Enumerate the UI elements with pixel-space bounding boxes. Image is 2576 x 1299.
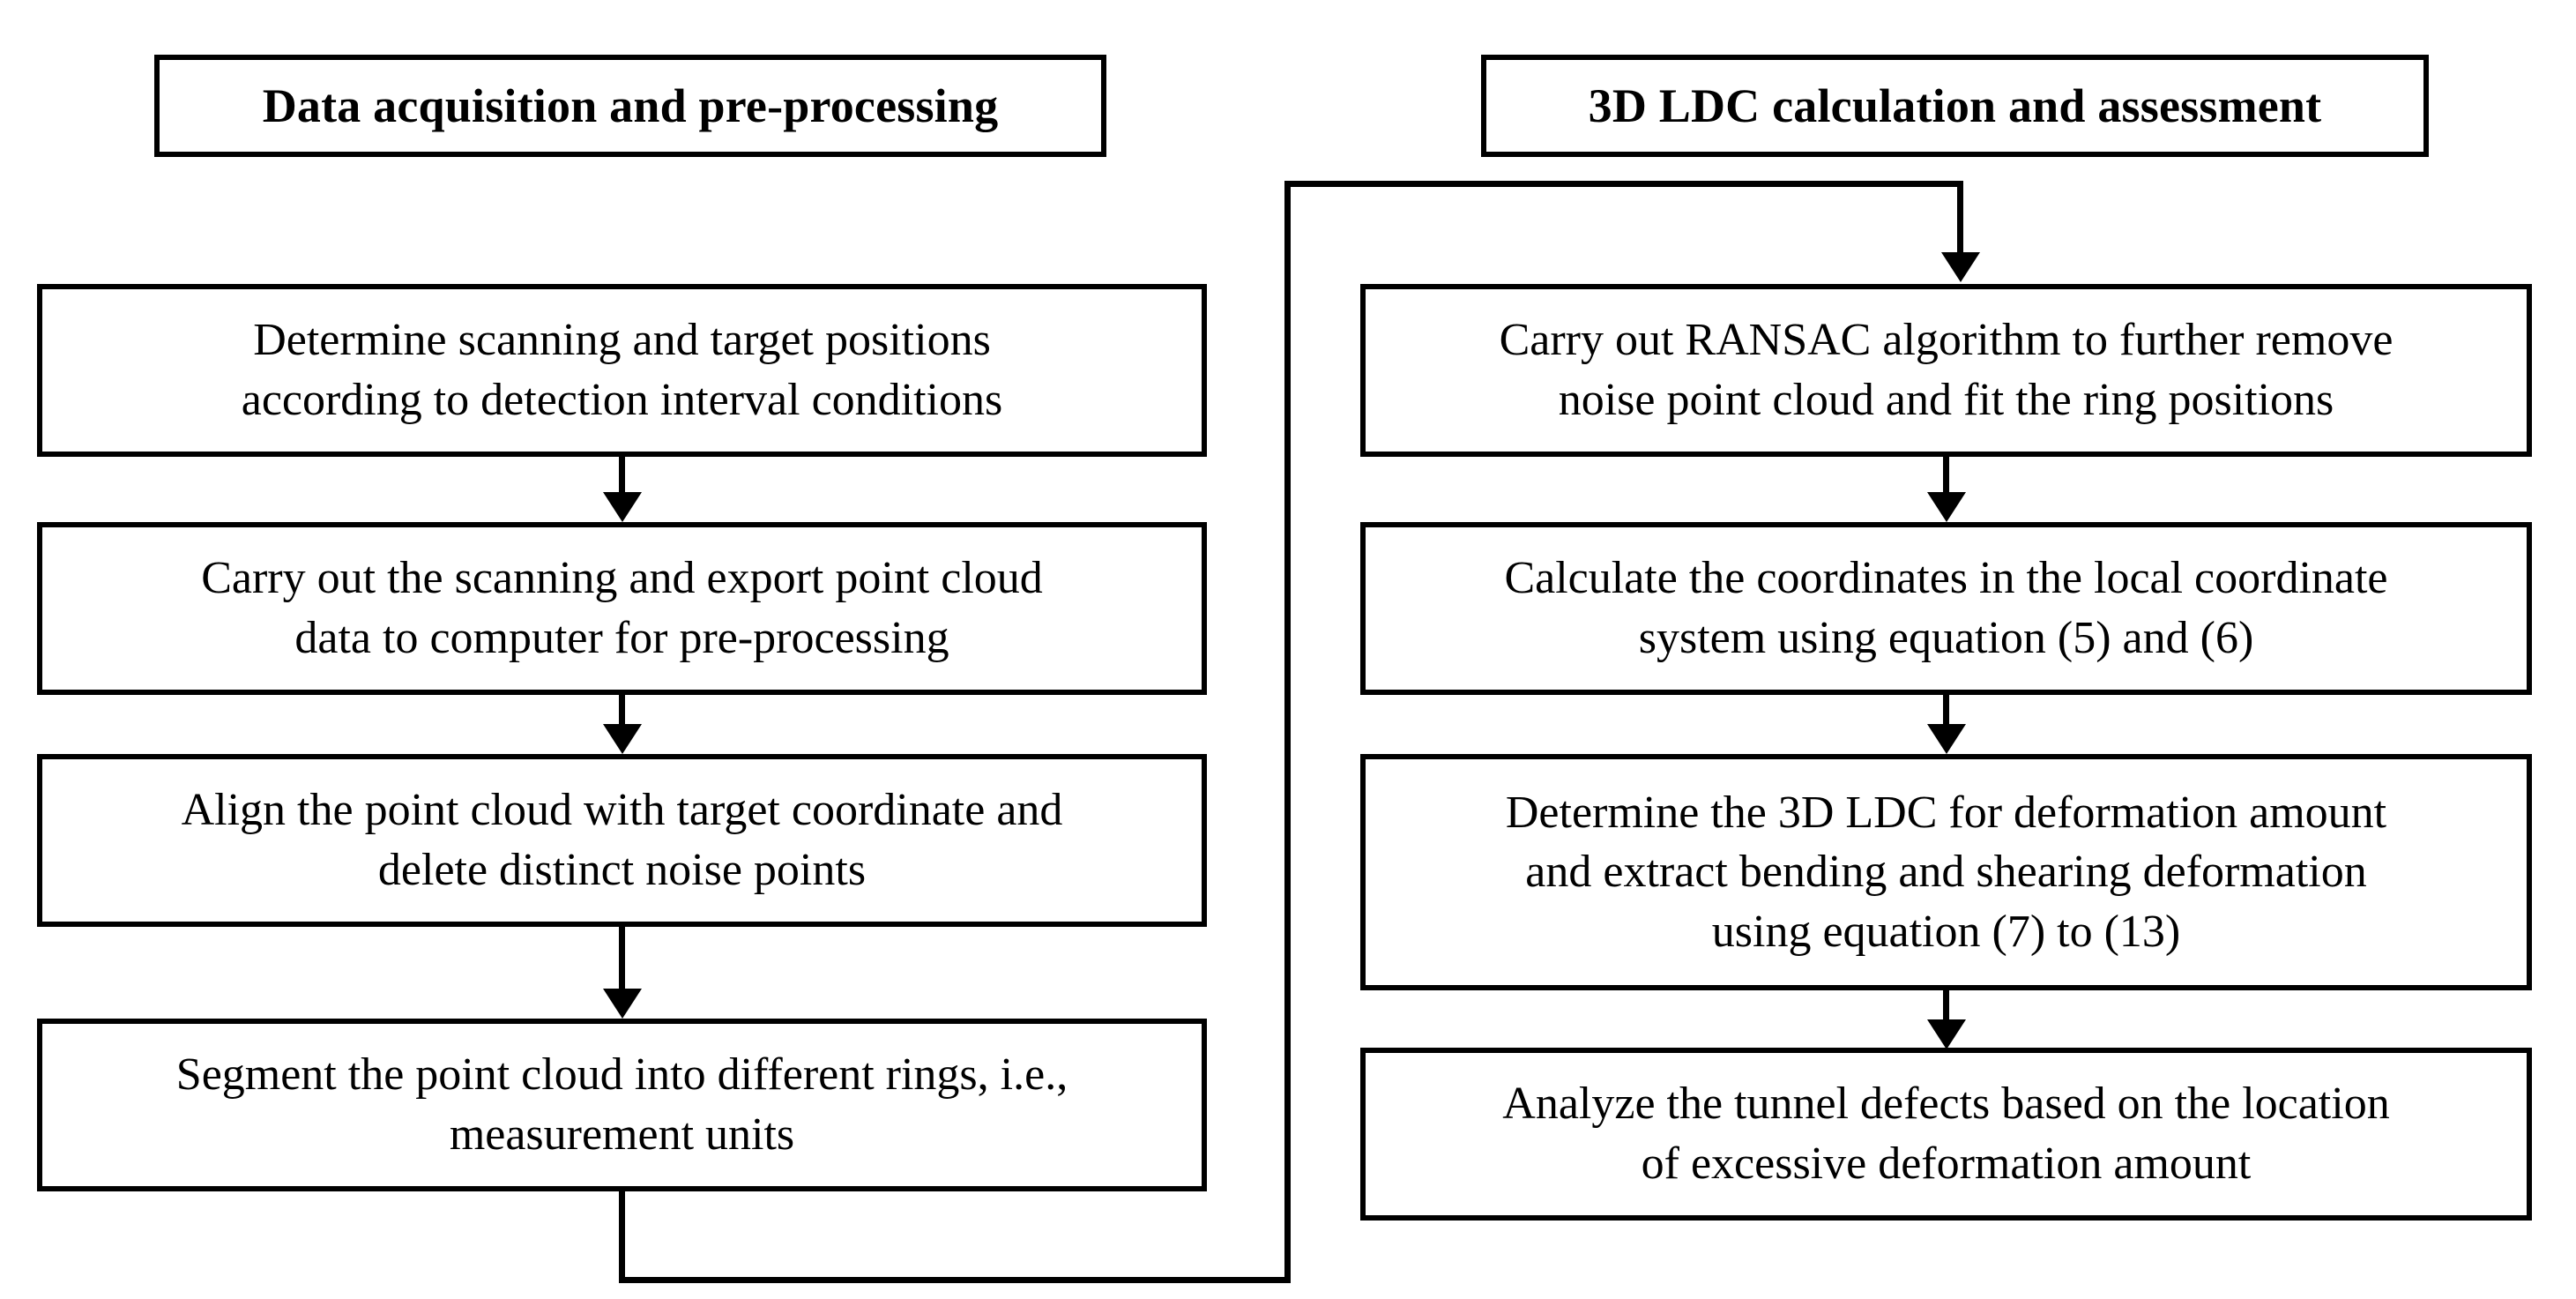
connector-r3-r4-arrow-icon <box>1927 1019 1966 1049</box>
connector-top-rail-horizontal <box>1284 181 1963 187</box>
connector-l2-l3-arrow-icon <box>603 724 642 754</box>
connector-l1-l2-arrow-icon <box>603 492 642 522</box>
node-line: Determine the 3D LDC for deformation amo… <box>1505 787 2387 838</box>
node-segment-point-cloud-rings: Segment the point cloud into different r… <box>37 1019 1207 1191</box>
node-line: Carry out the scanning and export point … <box>201 553 1043 604</box>
connector-top-rail-arrow-icon <box>1941 252 1980 282</box>
connector-l3-l4-line <box>619 927 625 992</box>
connector-l2-l3-line <box>619 695 625 728</box>
node-line: system using equation (5) and (6) <box>1638 613 2254 663</box>
node-line: using equation (7) to (13) <box>1711 906 2181 957</box>
node-line: Calculate the coordinates in the local c… <box>1504 553 2388 604</box>
node-carry-out-scanning-export: Carry out the scanning and export point … <box>37 522 1207 695</box>
node-line: of excessive deformation amount <box>1641 1138 2252 1189</box>
connector-r3-r4-line <box>1943 990 1949 1026</box>
node-line: Carry out RANSAC algorithm to further re… <box>1499 315 2394 366</box>
connector-r1-r2-arrow-icon <box>1927 492 1966 522</box>
node-line: Analyze the tunnel defects based on the … <box>1502 1079 2390 1130</box>
node-line: noise point cloud and fit the ring posit… <box>1558 375 2334 425</box>
connector-l4-to-right-up-segment <box>1284 181 1291 1283</box>
node-calculate-local-coordinates: Calculate the coordinates in the local c… <box>1360 522 2532 695</box>
header-left-label: Data acquisition and pre-processing <box>262 78 999 132</box>
node-line: data to computer for pre-processing <box>294 613 949 663</box>
node-line: measurement units <box>449 1109 795 1160</box>
node-line: Align the point cloud with target coordi… <box>181 785 1063 836</box>
node-line: Segment the point cloud into different r… <box>175 1049 1068 1101</box>
node-line: and extract bending and shearing deforma… <box>1525 847 2367 898</box>
node-align-point-cloud: Align the point cloud with target coordi… <box>37 754 1207 927</box>
header-box-right: 3D LDC calculation and assessment <box>1481 55 2429 157</box>
node-line: according to detection interval conditio… <box>241 375 1003 425</box>
connector-l4-to-right-down-segment <box>619 1191 625 1283</box>
connector-l1-l2-line <box>619 457 625 496</box>
connector-l4-to-right-horizontal-segment <box>619 1277 1291 1283</box>
node-determine-scanning-positions: Determine scanning and target positions … <box>37 284 1207 457</box>
connector-r1-r2-line <box>1943 457 1949 496</box>
header-box-left: Data acquisition and pre-processing <box>154 55 1106 157</box>
connector-r2-r3-arrow-icon <box>1927 724 1966 754</box>
connector-top-rail-down-segment <box>1957 181 1963 256</box>
node-analyze-tunnel-defects: Analyze the tunnel defects based on the … <box>1360 1048 2532 1221</box>
node-determine-3d-ldc: Determine the 3D LDC for deformation amo… <box>1360 754 2532 990</box>
connector-r2-r3-line <box>1943 695 1949 728</box>
connector-l3-l4-arrow-icon <box>603 989 642 1019</box>
node-line: Determine scanning and target positions <box>253 315 991 366</box>
header-right-label: 3D LDC calculation and assessment <box>1588 78 2322 132</box>
node-ransac-algorithm: Carry out RANSAC algorithm to further re… <box>1360 284 2532 457</box>
node-line: delete distinct noise points <box>377 845 867 895</box>
